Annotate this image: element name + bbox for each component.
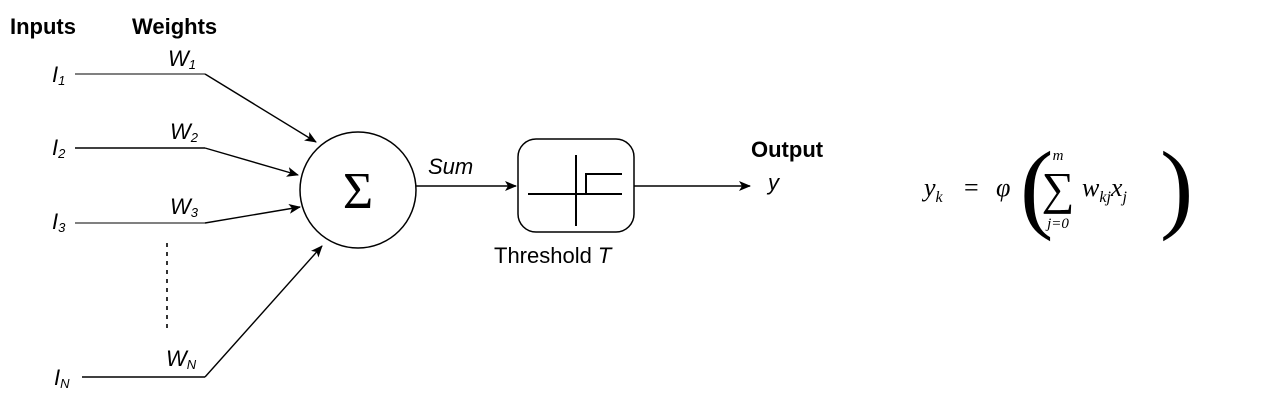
inputs-header: Inputs xyxy=(10,14,76,39)
equation-phi: φ xyxy=(996,173,1010,202)
equation-lower-limit: j=0 xyxy=(1045,216,1069,232)
input-label-n: IN xyxy=(54,365,70,391)
weights-header: Weights xyxy=(132,14,217,39)
input-label-1: I1 xyxy=(52,62,65,88)
equation-left-paren: ( xyxy=(1020,131,1053,242)
weight-arrow-n xyxy=(204,245,323,378)
equation-term: wkjxj xyxy=(1082,173,1127,206)
equation-upper-limit: m xyxy=(1053,148,1064,164)
weight-label-n: WN xyxy=(166,346,197,372)
input-label-3: I3 xyxy=(52,209,66,235)
output-header: Output xyxy=(751,137,824,162)
weight-arrow-2 xyxy=(204,147,299,177)
output-symbol: y xyxy=(766,170,781,195)
input-label-2: I2 xyxy=(52,135,66,161)
weight-label-1: W1 xyxy=(168,46,196,72)
weight-label-2: W2 xyxy=(170,119,199,145)
weight-arrow-3 xyxy=(204,203,301,224)
weight-label-3: W3 xyxy=(170,194,199,220)
weight-arrow-1 xyxy=(204,73,317,143)
equation-lhs: yk xyxy=(921,173,944,206)
sum-label: Sum xyxy=(428,154,473,179)
equation-right-paren: ) xyxy=(1160,131,1193,242)
equation-sigma: ∑ xyxy=(1042,163,1075,214)
activation-equation: yk = φ ( m ∑ j=0 wkjxj ) xyxy=(921,131,1193,242)
sigma-symbol: Σ xyxy=(343,163,373,220)
summation-node xyxy=(299,131,417,249)
step-function-icon xyxy=(528,155,622,226)
equation-equals: = xyxy=(964,173,979,202)
